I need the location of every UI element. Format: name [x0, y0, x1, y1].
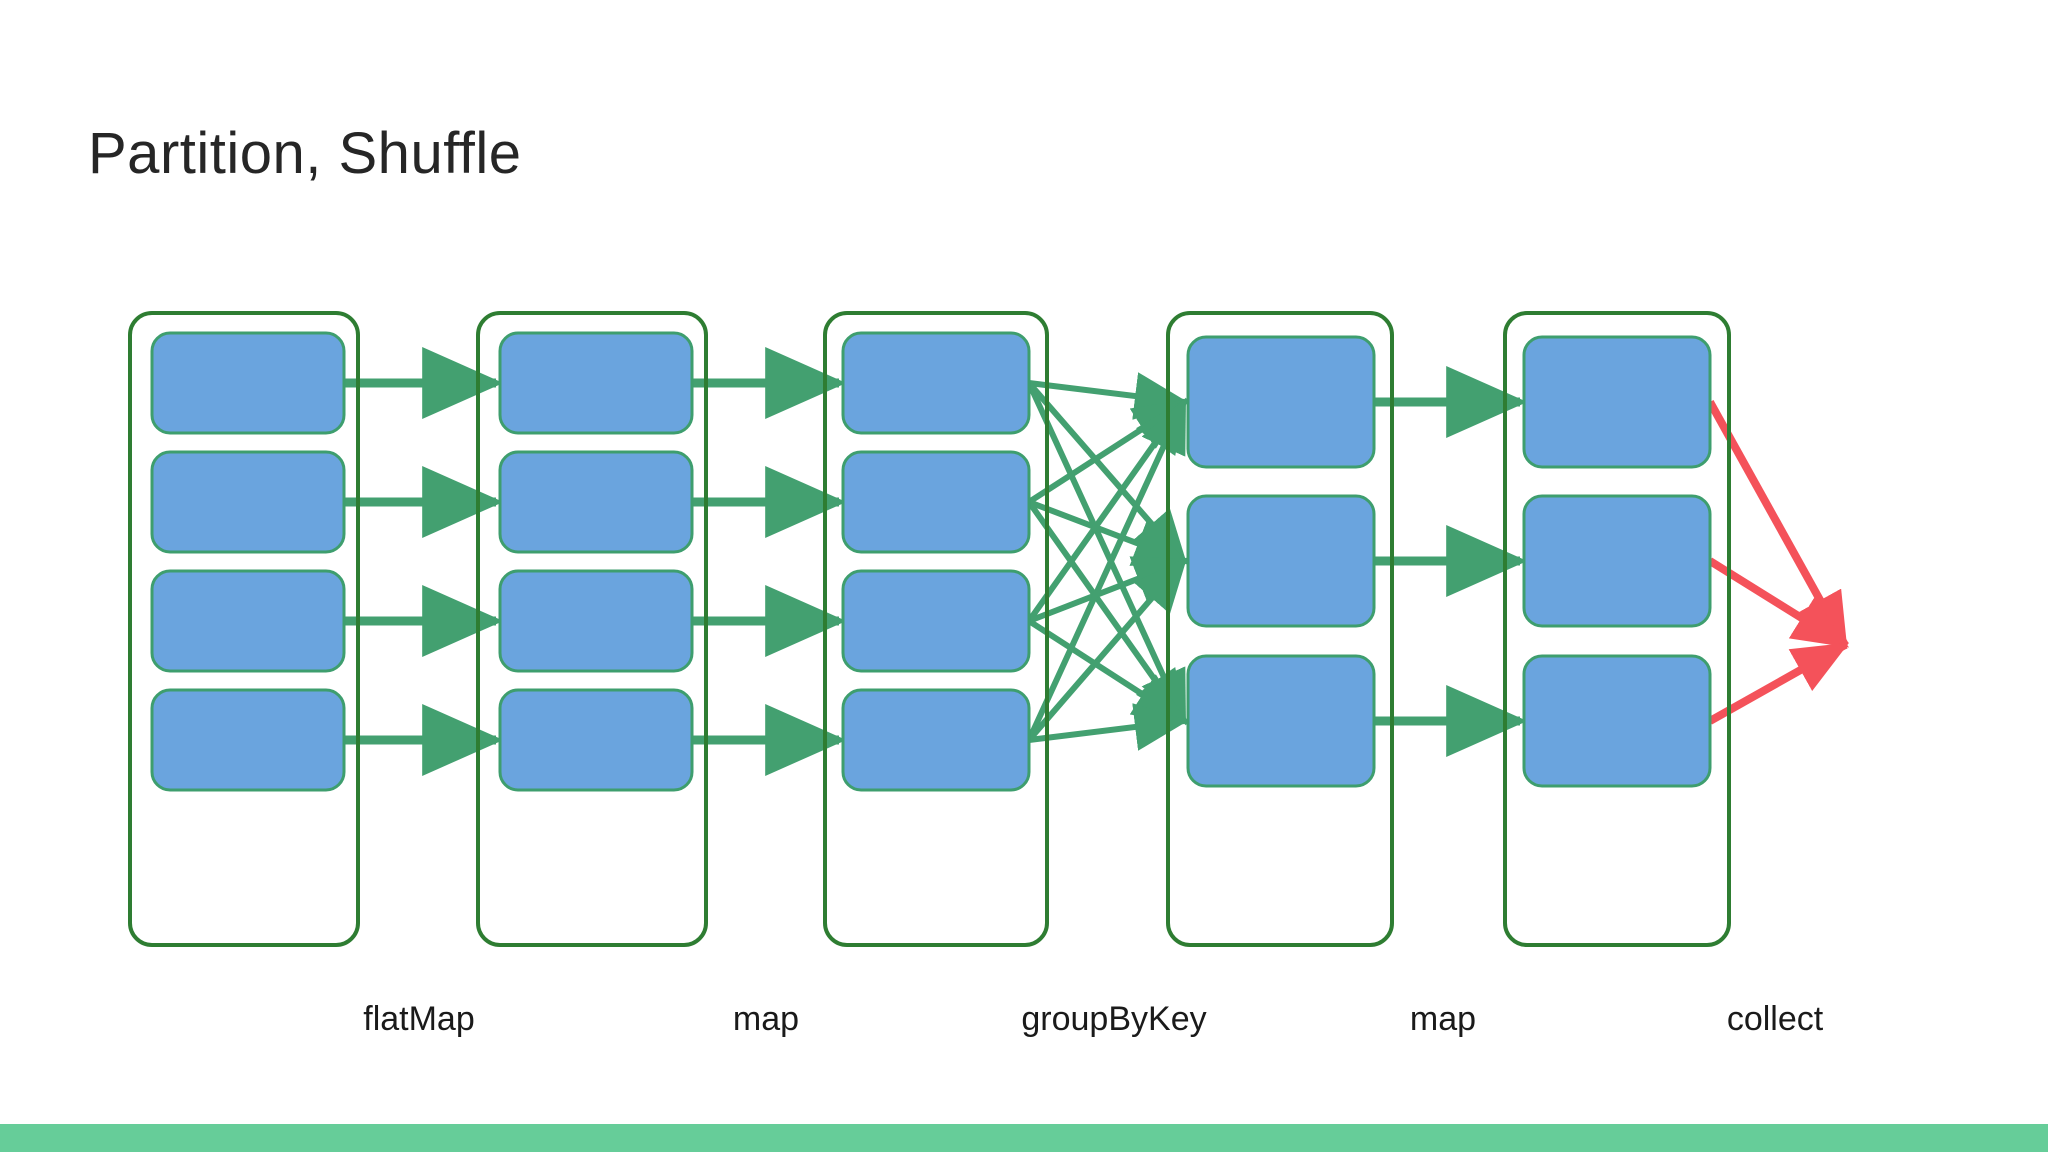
task-box-stage-3-4[interactable] [841, 688, 1031, 792]
task-box-stage-1-1[interactable] [150, 331, 346, 435]
partition-stage-3 [823, 311, 1049, 947]
task-box-stage-2-4[interactable] [498, 688, 694, 792]
collect-arrow-3 [1708, 641, 1850, 725]
task-box-stage-5-2[interactable] [1522, 494, 1712, 628]
stage-label-flatMap: flatMap [363, 1000, 475, 1038]
shuffle-arrow-4-1 [1026, 397, 1187, 742]
task-box-stage-2-2[interactable] [498, 450, 694, 554]
task-box-stage-5-1[interactable] [1522, 335, 1712, 469]
stage-label-map: map [1409, 1000, 1477, 1038]
task-box-stage-1-2[interactable] [150, 450, 346, 554]
shuffle-arrow-2-2 [1027, 499, 1189, 566]
pipeline-edges-group [344, 347, 1528, 776]
stage-label-groupByKey: groupByKey [1021, 1000, 1207, 1038]
shuffle-arrow-1-1 [1028, 372, 1189, 420]
task-box-stage-3-1[interactable] [841, 331, 1031, 435]
partitions-group [128, 311, 1731, 947]
partition-stage-2 [476, 311, 708, 947]
stage-label-collect: collect [1726, 1000, 1824, 1038]
collect-edges-group [1706, 400, 1850, 725]
task-box-stage-1-4[interactable] [150, 688, 346, 792]
task-box-stage-3-3[interactable] [841, 569, 1031, 673]
shuffle-edges-group [1026, 372, 1189, 751]
stage-label-map: map [732, 1000, 800, 1038]
task-boxes-group [150, 331, 1712, 792]
task-box-stage-5-3[interactable] [1522, 654, 1712, 788]
partition-stage-1 [128, 311, 360, 947]
shuffle-arrow-4-2 [1026, 557, 1188, 742]
task-box-stage-4-3[interactable] [1186, 654, 1376, 788]
task-box-stage-2-3[interactable] [498, 569, 694, 673]
accent-bar [0, 1124, 2048, 1152]
task-box-stage-4-1[interactable] [1186, 335, 1376, 469]
task-box-stage-4-2[interactable] [1186, 494, 1376, 628]
task-box-stage-2-1[interactable] [498, 331, 694, 435]
shuffle-arrow-1-3 [1026, 381, 1187, 726]
partition-stage-4 [1166, 311, 1394, 947]
shuffle-arrow-4-3 [1028, 703, 1189, 751]
partition-stage-5 [1503, 311, 1731, 947]
page-title: Partition, Shuffle [88, 121, 522, 186]
collect-arrow-2 [1707, 557, 1850, 649]
task-box-stage-1-3[interactable] [150, 569, 346, 673]
task-box-stage-3-2[interactable] [841, 450, 1031, 554]
